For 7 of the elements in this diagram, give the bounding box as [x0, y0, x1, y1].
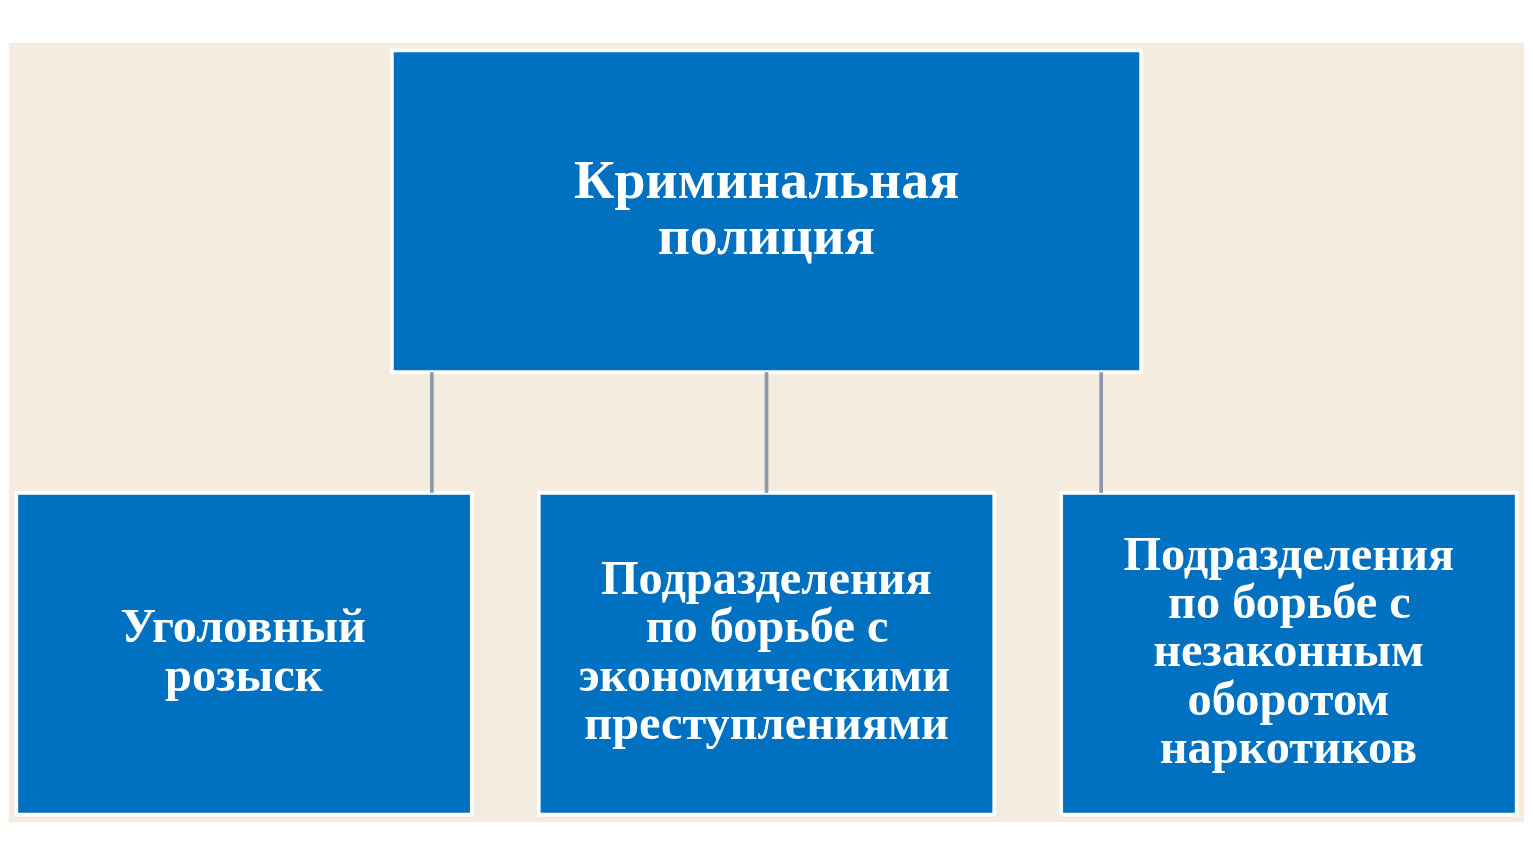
node-box: Криминальная полиция — [390, 48, 1143, 374]
connector — [430, 371, 434, 493]
connector — [1099, 371, 1103, 493]
node-box: Подразделения по борьбе с незаконным оборотом наркотиков — [1059, 490, 1519, 816]
connector — [764, 371, 769, 493]
node-box: Подразделения по борьбе с экономическими преступлениями — [536, 490, 997, 816]
node-box: Уголовный розыск — [14, 490, 474, 816]
